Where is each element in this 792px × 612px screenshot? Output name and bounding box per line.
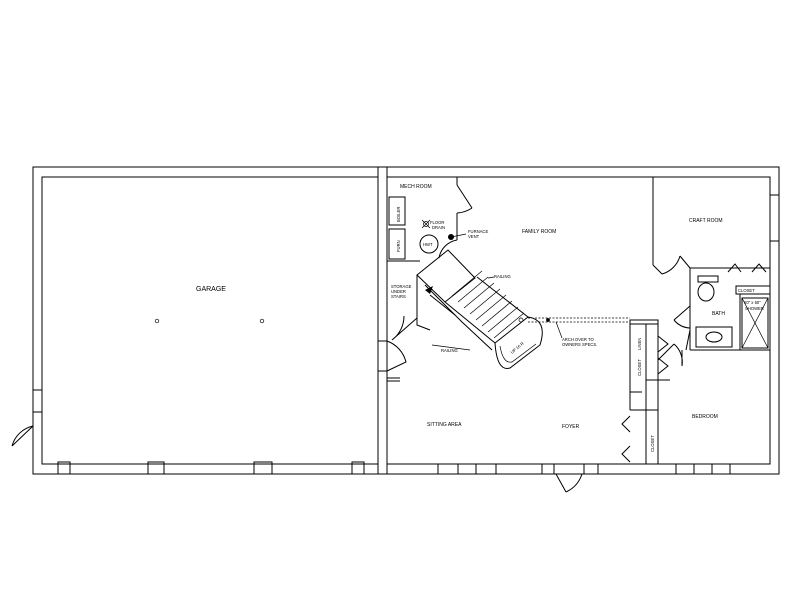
hwt-label: HWT xyxy=(423,242,433,247)
closet-bedroom-label: CLOSET xyxy=(650,435,655,452)
shower-label: 60" x 60"SHOWER xyxy=(744,300,764,311)
craft-room-label: CRAFT ROOM xyxy=(689,218,723,224)
water-heater xyxy=(419,234,439,254)
room-labels: FAMILY ROOM SITTING AREA FOYER xyxy=(427,229,580,430)
railing-bottom-label: RAILING xyxy=(441,348,458,353)
craft-room-and-bath: CRAFT ROOM CLOSET 60" x 60"SHOWER BATH xyxy=(652,177,780,351)
bedroom-door: BEDROOM xyxy=(657,343,718,420)
front-windows-and-door xyxy=(437,463,731,493)
furn-label: FURN xyxy=(396,240,401,252)
furnace xyxy=(388,228,406,260)
closet-hall-label: CLOSET xyxy=(637,359,642,376)
closet-bath-label: CLOSET xyxy=(738,288,755,293)
mech-room-label: MECH ROOM xyxy=(400,184,432,190)
foyer-label: FOYER xyxy=(562,424,580,430)
bedroom-label: BEDROOM xyxy=(692,414,718,420)
linen-label: LINEN xyxy=(637,338,642,350)
up-label: UP 16 R xyxy=(509,341,524,355)
boiler xyxy=(388,196,406,226)
hall-closets: LINEN CLOSET CLOSET xyxy=(621,319,670,464)
family-room-label: FAMILY ROOM xyxy=(522,229,556,235)
boiler-label: BOILER xyxy=(396,207,401,222)
sitting-area-label: SITTING AREA xyxy=(427,422,462,428)
exterior-walls xyxy=(32,166,780,475)
railing-top-label: RAILING xyxy=(494,274,511,279)
side-entry-door xyxy=(377,340,407,382)
garage-label: GARAGE xyxy=(196,286,226,293)
bath-label: BATH xyxy=(712,311,725,317)
garage: GARAGE xyxy=(11,286,365,475)
